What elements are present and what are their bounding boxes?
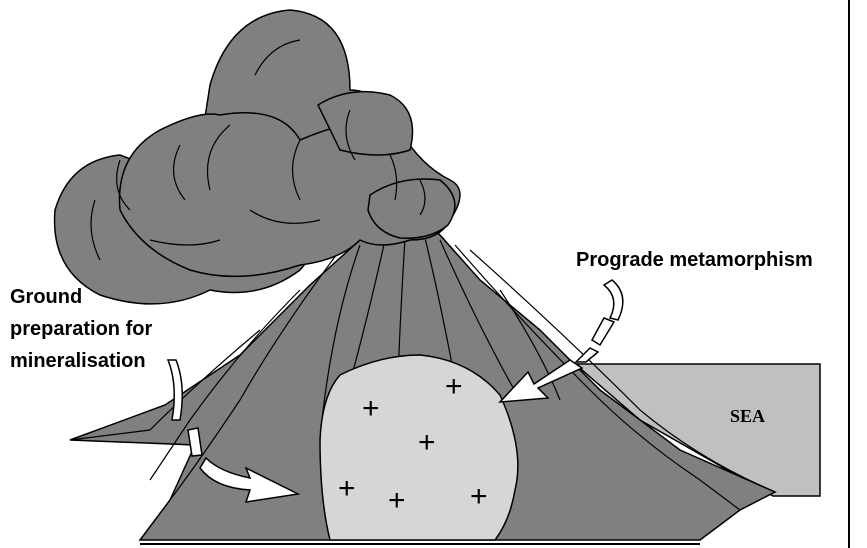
label-ground-line3: mineralisation <box>10 350 146 372</box>
plus-symbol: + <box>445 370 463 403</box>
label-sea: SEA <box>730 406 765 426</box>
plus-symbol: + <box>418 426 436 459</box>
plus-symbol: + <box>362 392 380 425</box>
label-ground-line2: preparation for <box>10 318 152 340</box>
label-ground-line1: Ground <box>10 286 82 308</box>
plus-symbol: + <box>338 472 356 505</box>
plus-symbol: + <box>388 484 406 517</box>
label-prograde-metamorphism: Prograde metamorphism <box>576 249 813 271</box>
plus-symbol: + <box>470 480 488 513</box>
